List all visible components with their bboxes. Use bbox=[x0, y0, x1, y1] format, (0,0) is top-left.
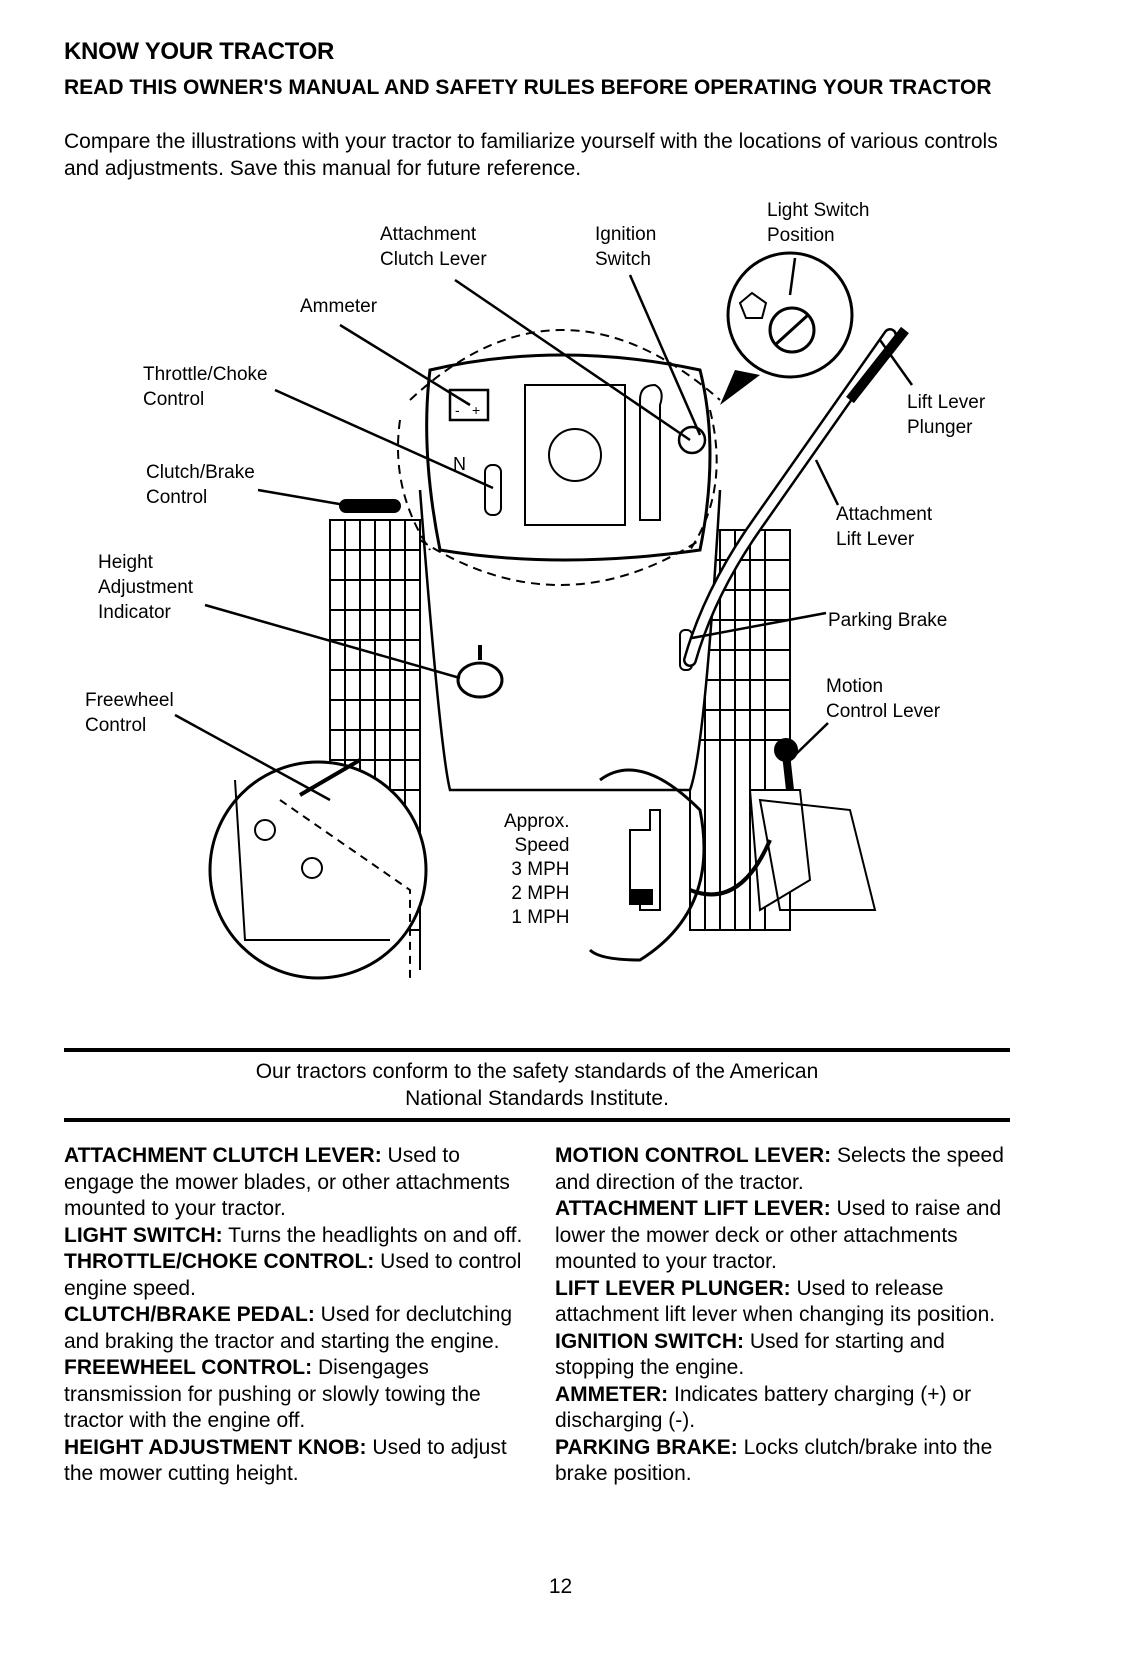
description-item: THROTTLE/CHOKE CONTROL: Used to control … bbox=[64, 1249, 524, 1302]
page-number: 12 bbox=[548, 1575, 573, 1598]
label-height-adjustment: Height Adjustment Indicator bbox=[98, 550, 193, 625]
label-line: Control bbox=[85, 715, 147, 736]
label-line: Adjustment bbox=[98, 577, 194, 598]
label-ignition-switch: Ignition Switch bbox=[595, 222, 656, 272]
label-line: Position bbox=[767, 225, 835, 246]
description-item: LIFT LEVER PLUNGER: Used to release atta… bbox=[555, 1276, 1015, 1329]
label-line: Motion bbox=[826, 676, 884, 697]
description-text: Used to raise and lower the mower deck o… bbox=[555, 1197, 1002, 1273]
description-text: Disengages transmission for pushing or s… bbox=[64, 1356, 481, 1432]
safety-subtitle: READ THIS OWNER'S MANUAL AND SAFETY RULE… bbox=[64, 76, 992, 99]
description-text: Used to engage the mower blades, or othe… bbox=[64, 1144, 510, 1220]
description-term: FREEWHEEL CONTROL: bbox=[64, 1356, 313, 1379]
label-line: 1 MPH bbox=[511, 907, 570, 928]
description-term: HEIGHT ADJUSTMENT KNOB: bbox=[64, 1435, 367, 1459]
standards-line: Our tractors conform to the safety stand… bbox=[255, 1060, 819, 1083]
label-lift-lever-plunger: Lift Lever Plunger bbox=[907, 390, 985, 440]
label-speed-inset: Approx. Speed 3 MPH 2 MPH 1 MPH bbox=[504, 810, 569, 930]
label-line: Attachment bbox=[836, 504, 933, 525]
label-line: Indicator bbox=[98, 602, 171, 623]
intro-paragraph: Compare the illustrations with your trac… bbox=[64, 130, 998, 180]
descriptions-right-column: MOTION CONTROL LEVER: Selects the speed … bbox=[555, 1143, 1015, 1488]
label-line: Ignition bbox=[595, 224, 657, 245]
label-line: Control Lever bbox=[826, 701, 941, 722]
description-term: CLUTCH/BRAKE PEDAL: bbox=[64, 1303, 315, 1326]
description-text: Used for starting and stopping the engin… bbox=[555, 1329, 945, 1380]
description-item: HEIGHT ADJUSTMENT KNOB: Used to adjust t… bbox=[64, 1435, 524, 1488]
standards-note: Our tractors conform to the safety stand… bbox=[64, 1058, 1010, 1112]
label-line: Throttle/Choke bbox=[143, 364, 268, 385]
label-line: Plunger bbox=[907, 417, 973, 438]
label-line: Height bbox=[98, 552, 153, 573]
description-text: Used to adjust the mower cutting height. bbox=[64, 1435, 507, 1486]
description-term: ATTACHMENT LIFT LEVER: bbox=[555, 1197, 831, 1220]
standards-line: National Standards Institute. bbox=[405, 1087, 669, 1110]
description-text: Locks clutch/brake into the brake positi… bbox=[555, 1435, 993, 1486]
description-term: MOTION CONTROL LEVER: bbox=[555, 1144, 832, 1167]
bottom-rule bbox=[64, 1118, 1010, 1122]
label-light-switch-position: Light Switch Position bbox=[767, 198, 869, 248]
description-text: Used to control engine speed. bbox=[64, 1250, 522, 1300]
description-text: Used for declutching and braking the tra… bbox=[64, 1303, 513, 1353]
label-line: Switch bbox=[595, 249, 651, 270]
label-line: Control bbox=[146, 487, 208, 508]
label-parking-brake: Parking Brake bbox=[828, 610, 948, 631]
description-term: LIFT LEVER PLUNGER: bbox=[555, 1276, 791, 1300]
description-term: IGNITION SWITCH: bbox=[555, 1329, 744, 1353]
section-title: KNOW YOUR TRACTOR bbox=[64, 38, 335, 65]
description-text: Used to release attachment lift lever wh… bbox=[555, 1276, 996, 1327]
description-term: PARKING BRAKE: bbox=[555, 1435, 738, 1459]
description-text: Indicates battery charging (+) or discha… bbox=[555, 1382, 972, 1433]
label-line: Clutch/Brake bbox=[146, 462, 255, 483]
ammeter-minus: - bbox=[455, 402, 460, 418]
description-item: FREEWHEEL CONTROL: Disengages transmissi… bbox=[64, 1355, 524, 1435]
tractor-illustration: - + N bbox=[174, 251, 914, 980]
label-line: Speed bbox=[514, 835, 570, 856]
label-throttle-choke: Throttle/Choke Control bbox=[143, 362, 268, 412]
description-term: ATTACHMENT CLUTCH LEVER: bbox=[64, 1144, 382, 1167]
label-line: Light Switch bbox=[767, 200, 870, 221]
description-item: IGNITION SWITCH: Used for starting and s… bbox=[555, 1329, 1015, 1382]
label-line: Attachment bbox=[380, 224, 477, 245]
description-item: MOTION CONTROL LEVER: Selects the speed … bbox=[555, 1143, 1015, 1196]
label-line: Lift Lever bbox=[836, 529, 915, 550]
description-item: ATTACHMENT CLUTCH LEVER: Used to engage … bbox=[64, 1143, 524, 1223]
label-ammeter: Ammeter bbox=[300, 296, 378, 317]
label-line: Control bbox=[143, 389, 205, 410]
label-clutch-brake: Clutch/Brake Control bbox=[146, 460, 255, 510]
label-line: Freewheel bbox=[85, 690, 174, 711]
description-item: PARKING BRAKE: Locks clutch/brake into t… bbox=[555, 1435, 1015, 1488]
label-line: Clutch Lever bbox=[380, 249, 487, 270]
label-line: Lift Lever bbox=[907, 392, 986, 413]
description-item: CLUTCH/BRAKE PEDAL: Used for declutching… bbox=[64, 1302, 524, 1355]
top-rule bbox=[64, 1048, 1010, 1052]
label-line: Approx. bbox=[504, 811, 570, 832]
neutral-mark: N bbox=[453, 454, 466, 474]
tractor-controls-diagram: - + N Attachment Clutch Lever Ignition S… bbox=[0, 190, 1121, 1050]
description-item: LIGHT SWITCH: Turns the headlights on an… bbox=[64, 1223, 524, 1250]
label-line: 2 MPH bbox=[511, 883, 570, 904]
label-attachment-clutch-lever: Attachment Clutch Lever bbox=[380, 222, 487, 272]
description-term: AMMETER: bbox=[555, 1382, 669, 1406]
description-term: LIGHT SWITCH: bbox=[64, 1223, 223, 1247]
description-text: Turns the headlights on and off. bbox=[228, 1223, 523, 1247]
label-freewheel: Freewheel Control bbox=[85, 688, 174, 738]
description-item: AMMETER: Indicates battery charging (+) … bbox=[555, 1382, 1015, 1435]
description-text: Selects the speed and direction of the t… bbox=[555, 1144, 1004, 1194]
description-term: THROTTLE/CHOKE CONTROL: bbox=[64, 1250, 375, 1273]
description-item: ATTACHMENT LIFT LEVER: Used to raise and… bbox=[555, 1196, 1015, 1276]
ammeter-plus: + bbox=[472, 402, 480, 418]
descriptions-left-column: ATTACHMENT CLUTCH LEVER: Used to engage … bbox=[64, 1143, 524, 1488]
label-attachment-lift-lever: Attachment Lift Lever bbox=[836, 502, 932, 552]
label-line: 3 MPH bbox=[511, 859, 570, 880]
label-motion-control-lever: Motion Control Lever bbox=[826, 674, 940, 724]
